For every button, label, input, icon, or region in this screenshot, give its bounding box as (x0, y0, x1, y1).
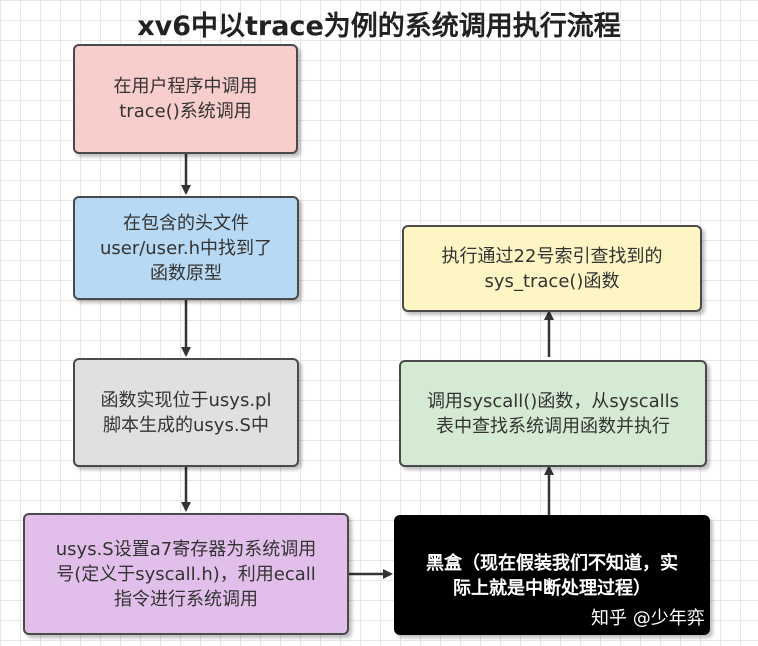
node-syscall-dispatch: 调用syscall()函数，从syscalls 表中查找系统调用函数并执行 (399, 360, 707, 467)
node-black-box: 黑盒（现在假装我们不知道，实 际上就是中断处理过程） (394, 515, 710, 635)
diagram-title: xv6中以trace为例的系统调用执行流程 (137, 11, 621, 42)
node-sys-trace-exec: 执行通过22号索引查找到的 sys_trace()函数 (402, 225, 702, 312)
node-header-prototype: 在包含的头文件 user/user.h中找到了 函数原型 (73, 196, 299, 300)
node-usys-implementation: 函数实现位于usys.pl 脚本生成的usys.S中 (73, 358, 299, 467)
node-user-call-trace: 在用户程序中调用 trace()系统调用 (73, 44, 298, 154)
node-usys-a7-ecall: usys.S设置a7寄存器为系统调用 号(定义于syscall.h)，利用eca… (23, 513, 349, 635)
watermark: 知乎 @少年弈 (591, 608, 705, 629)
